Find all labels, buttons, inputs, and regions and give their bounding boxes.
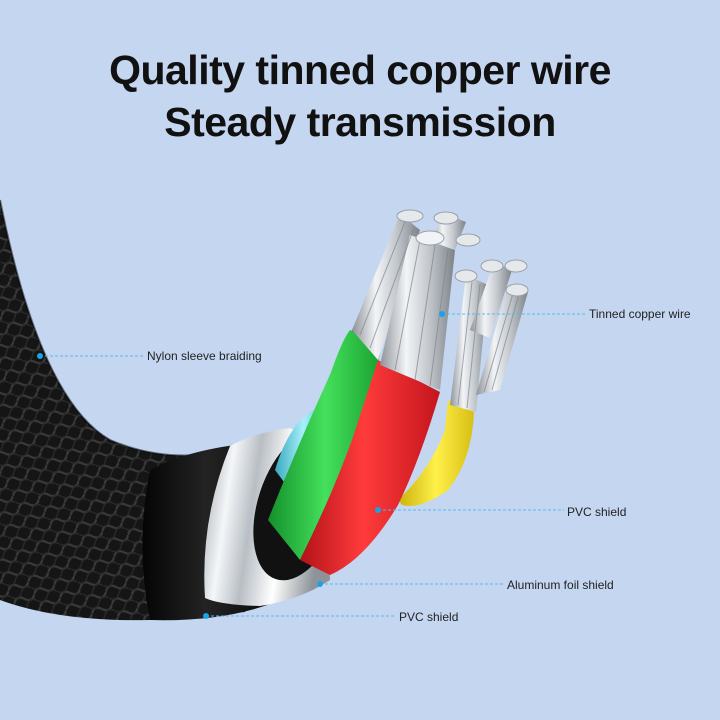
label-pvc-shield-outer: PVC shield (399, 610, 458, 624)
callout-nylon-sleeve-braiding: Nylon sleeve braiding (37, 349, 262, 363)
wire-green (268, 330, 382, 560)
headline-line-2: Steady transmission (164, 99, 556, 145)
copper-strands (352, 209, 529, 412)
label-pvc-shield-inner: PVC shield (567, 505, 626, 519)
wire-red (300, 360, 440, 575)
callout-aluminum-foil-shield: Aluminum foil shield (317, 578, 614, 592)
callout-tinned-copper-wire: Tinned copper wire (439, 307, 691, 321)
label-tinned-copper-wire: Tinned copper wire (589, 307, 691, 321)
label-nylon-sleeve-braiding: Nylon sleeve braiding (147, 349, 262, 363)
headline-line-1: Quality tinned copper wire (109, 47, 611, 93)
callout-pvc-shield-inner: PVC shield (375, 505, 626, 519)
label-aluminum-foil-shield: Aluminum foil shield (507, 578, 614, 592)
callout-pvc-shield-outer: PVC shield (203, 610, 458, 624)
headline: Quality tinned copper wire Steady transm… (0, 44, 720, 148)
wire-yellow (398, 400, 474, 506)
